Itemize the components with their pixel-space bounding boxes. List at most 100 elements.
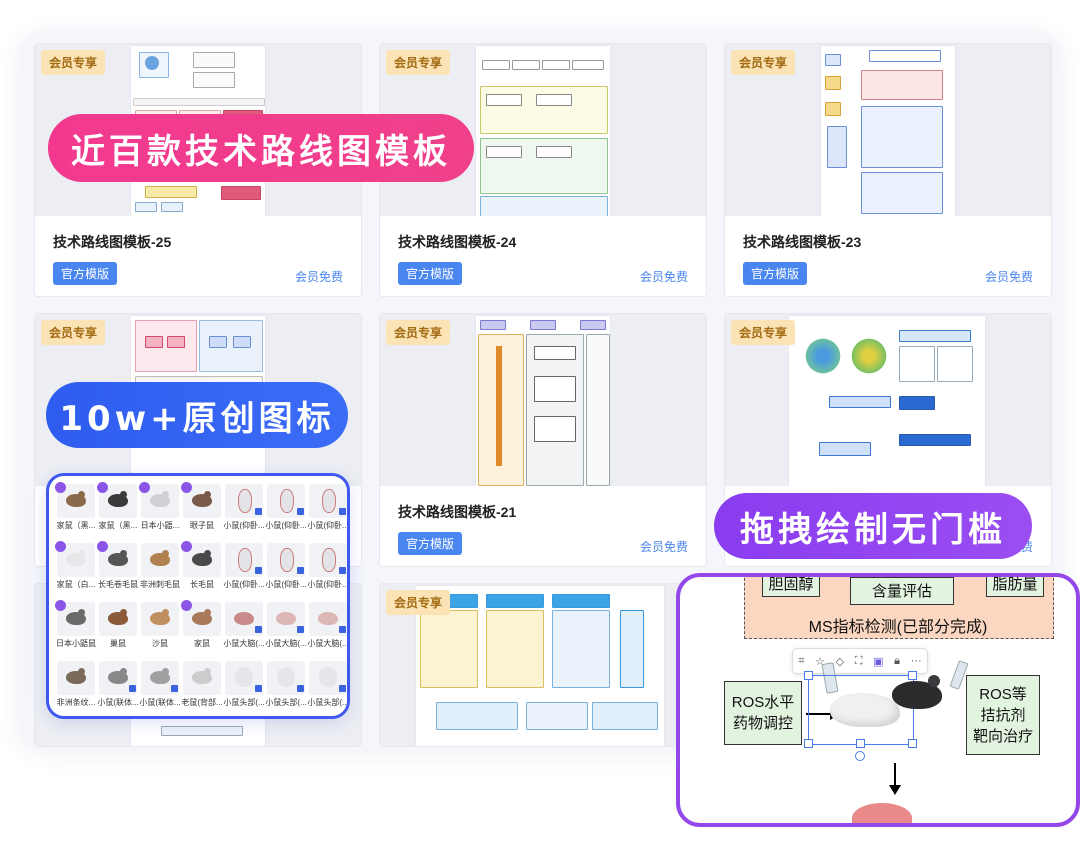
mouse-icon [108, 609, 128, 625]
mouse-head-icon [277, 667, 295, 687]
icon-label: 家鼠（白... [56, 580, 96, 589]
member-exclusive-badge: 会员专享 [386, 320, 451, 345]
icon-tile[interactable]: 长毛鼠 [181, 541, 221, 593]
icon-library-panel: 家鼠（黑...家鼠（黑...日本小鼯...眼子鼠小鼠(仰卧...小鼠(仰卧...… [46, 473, 350, 719]
selection-handle[interactable] [908, 739, 917, 748]
icon-label: 非洲条纹... [56, 698, 96, 707]
icon-tile[interactable]: 小鼠大脑(... [223, 600, 265, 652]
mouse-brain-icon [234, 612, 254, 625]
icon-tile[interactable]: 长毛卷毛鼠 [97, 541, 138, 593]
icon-tile[interactable]: 小鼠(仰卧... [223, 541, 265, 593]
icon-tile[interactable]: 家鼠（黑... [55, 482, 95, 534]
lock-icon[interactable]: 🔒︎ [894, 654, 901, 667]
replace-icon[interactable]: ▣ [873, 655, 884, 668]
mouse-ear [204, 550, 211, 557]
vip-badge-icon [97, 482, 108, 493]
member-exclusive-badge: 会员专享 [386, 590, 451, 615]
icon-tile[interactable]: 日本小鼯鼠 [55, 600, 96, 652]
white-mouse-icon[interactable] [830, 693, 900, 727]
selection-handle[interactable] [908, 671, 917, 680]
star-icon[interactable]: ☆ [815, 655, 826, 668]
icon-tile[interactable]: 非洲条纹... [57, 659, 95, 711]
icon-tile[interactable]: 小鼠头部(... [265, 659, 307, 711]
icon-tile[interactable]: 眼子鼠 [181, 482, 221, 534]
icon-preview [267, 484, 305, 518]
member-free-label: 会员免费 [639, 540, 688, 554]
icon-tile[interactable]: 小鼠(仰卧... [307, 482, 347, 534]
mouse-ear [78, 550, 85, 557]
icon-tile[interactable]: 老鼠(背部... [181, 659, 223, 711]
member-exclusive-badge: 会员专享 [731, 320, 796, 345]
mouse-ear [204, 668, 211, 675]
vip-badge-icon [97, 541, 108, 552]
mouse-icon [192, 609, 212, 625]
editable-badge-icon [255, 508, 262, 515]
fit-icon[interactable]: ⛶ [854, 654, 863, 667]
icon-label: 家鼠（黑... [98, 521, 138, 530]
icon-tile[interactable]: 小鼠(联体... [139, 659, 181, 711]
editable-badge-icon [297, 685, 304, 692]
mouse-ear [120, 668, 127, 675]
rotate-handle[interactable] [855, 751, 865, 761]
mouse-icon [192, 668, 212, 684]
content-eval-box[interactable]: 含量评估 [850, 577, 954, 605]
vip-badge-icon [55, 600, 66, 611]
icon-tile[interactable]: 巢鼠 [99, 600, 137, 652]
selection-handle[interactable] [804, 671, 813, 680]
icon-tile[interactable]: 小鼠(仰卧... [307, 541, 347, 593]
arrow-right [806, 713, 832, 715]
more-icon[interactable]: ··· [910, 655, 922, 667]
mouse-ear [78, 609, 85, 616]
icon-preview [225, 484, 263, 518]
arrow-down [894, 763, 896, 787]
official-template-tag: 官方模版 [743, 262, 808, 285]
icon-tile[interactable]: 非洲刺毛鼠 [140, 541, 180, 593]
icon-tile[interactable]: 小鼠头部(... [223, 659, 265, 711]
mouse-supine-icon [238, 548, 252, 572]
template-title[interactable]: 技术路线图模板-24 [398, 234, 517, 250]
icon-tile[interactable]: 小鼠头部(... [307, 659, 347, 711]
icon-tile[interactable]: 沙鼠 [141, 600, 179, 652]
selection-handle[interactable] [856, 739, 865, 748]
icon-preview [309, 661, 347, 695]
icon-tile[interactable]: 家鼠（白... [55, 541, 95, 593]
icon-tile[interactable]: 家鼠（黑... [97, 482, 137, 534]
member-exclusive-badge: 会员专享 [731, 50, 796, 75]
icon-tile[interactable]: 小鼠(仰卧... [223, 482, 265, 534]
ros-antagonist-box[interactable]: ROS等 拮抗剂 靶向治疗 [966, 675, 1040, 755]
mouse-ear [204, 609, 211, 616]
icon-tile[interactable]: 小鼠(仰卧... [265, 482, 307, 534]
icon-label: 非洲刺毛鼠 [140, 580, 180, 589]
drag-draw-canvas[interactable]: 胆固醇 含量评估 脂肪量 MS指标检测(已部分完成) ⌗ ☆ ◇ ⛶ ▣ 🔒︎ … [676, 573, 1080, 827]
cholesterol-box[interactable]: 胆固醇 [762, 577, 820, 597]
template-thumbnail [380, 584, 706, 746]
mouse-icon [66, 550, 86, 566]
icon-preview [141, 602, 179, 636]
editable-badge-icon [255, 626, 262, 633]
template-title[interactable]: 技术路线图模板-21 [398, 504, 517, 520]
icon-tile[interactable]: 家鼠 [181, 600, 221, 652]
icon-tile[interactable]: 小鼠大脑(... [265, 600, 307, 652]
selection-handle[interactable] [804, 739, 813, 748]
fat-mass-box[interactable]: 脂肪量 [986, 577, 1044, 597]
editable-badge-icon [297, 626, 304, 633]
icon-tile[interactable]: 日本小鼯... [139, 482, 179, 534]
icon-tile[interactable]: 小鼠(仰卧... [265, 541, 307, 593]
template-card-19[interactable]: 会员专享 [379, 583, 707, 747]
crop-icon[interactable]: ⌗ [798, 654, 805, 667]
template-card-21[interactable]: 会员专享 技术路线图模板-21 官方模版 会员免费 [379, 313, 707, 567]
icon-label: 小鼠大脑(... [223, 639, 265, 648]
template-title[interactable]: 技术路线图模板-25 [53, 234, 172, 250]
ros-drug-box[interactable]: ROS水平 药物调控 [724, 681, 802, 745]
mouse-head-icon [319, 667, 337, 687]
template-title[interactable]: 技术路线图模板-23 [743, 234, 862, 250]
mouse-ear [162, 668, 169, 675]
icon-tile[interactable]: 小鼠(联体... [97, 659, 139, 711]
icon-label: 小鼠(仰卧... [223, 521, 265, 530]
icon-preview [309, 543, 347, 577]
tag-icon[interactable]: ◇ [835, 655, 845, 668]
icon-preview [183, 602, 221, 636]
editable-badge-icon [255, 685, 262, 692]
template-card-23[interactable]: 会员专享 技术路线图模板-23 官方模版 会员免费 [724, 43, 1052, 297]
icon-tile[interactable]: 小鼠大脑(... [307, 600, 347, 652]
